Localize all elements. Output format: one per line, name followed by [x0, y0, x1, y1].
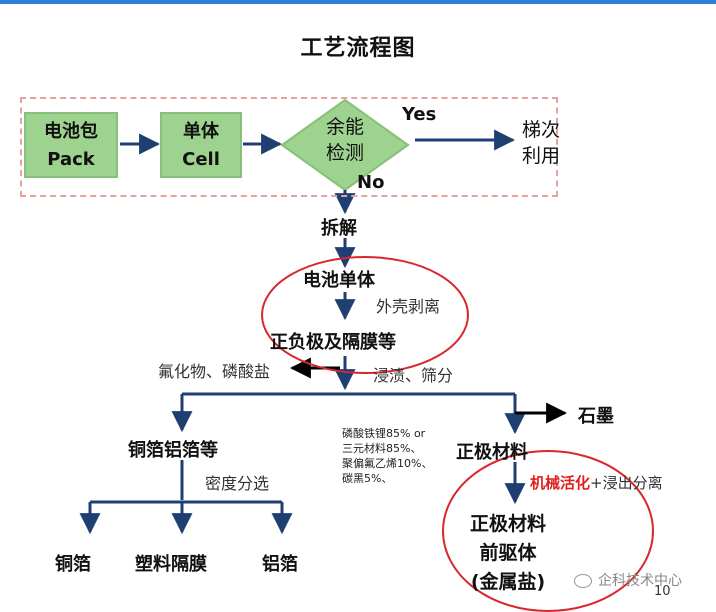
graphite-label: 石墨 — [578, 406, 614, 427]
activation-label: 机械活化+浸出分离 — [530, 472, 663, 493]
leach-separate-text: +浸出分离 — [590, 474, 663, 492]
highlight-ellipse-cell — [261, 256, 469, 374]
composition-line: 磷酸铁锂85% or — [342, 427, 426, 440]
mech-activation-text: 机械活化 — [530, 474, 591, 492]
yes-label: Yes — [402, 104, 437, 125]
screening-dashed-box — [20, 97, 558, 197]
highlight-ellipse-precursor — [442, 450, 654, 612]
battery-pack-sublabel: Pack — [47, 149, 95, 170]
page-title: 工艺流程图 — [300, 36, 416, 61]
composition-note: 磷酸铁锂85% or 三元材料85%、 聚偏氟乙烯10%、 碳黑5%、 — [342, 426, 432, 486]
battery-cell-label: 电池单体 — [303, 270, 375, 291]
precursor-label: 正极材料 前驱体 (金属盐) — [470, 510, 546, 597]
aluminum-foil-label: 铝箔 — [262, 554, 298, 575]
precursor-line3: (金属盐) — [470, 571, 546, 593]
foils-label: 铜箔铝箔等 — [128, 440, 218, 461]
density-sort-label: 密度分选 — [205, 474, 270, 493]
cell-box: 单体 Cell — [160, 112, 242, 178]
cascade-use-line2: 利用 — [522, 145, 561, 167]
fluoride-label: 氟化物、磷酸盐 — [158, 362, 271, 381]
cathode-material-label: 正极材料 — [456, 442, 528, 463]
battery-pack-label: 电池包 — [44, 121, 98, 142]
watermark-text: 企科技术中心 — [598, 573, 682, 589]
capacity-check-line1: 余能 — [325, 116, 364, 138]
precursor-line1: 正极材料 — [470, 513, 547, 535]
cell-label: 单体 — [183, 121, 219, 142]
leaching-label: 浸渍、筛分 — [373, 366, 454, 385]
cascade-use-label: 梯次 利用 — [522, 117, 560, 169]
battery-pack-box: 电池包 Pack — [24, 112, 118, 178]
disassembly-label: 拆解 — [321, 218, 357, 239]
capacity-check-label: 余能 检测 — [315, 114, 375, 166]
cascade-use-line1: 梯次 — [522, 119, 561, 141]
cell-sublabel: Cell — [182, 149, 220, 170]
electrodes-label: 正负极及隔膜等 — [270, 332, 396, 353]
capacity-check-line2: 检测 — [325, 142, 364, 164]
top-accent-bar — [0, 0, 716, 4]
page-number: 10 — [654, 584, 671, 599]
plastic-separator-label: 塑料隔膜 — [135, 554, 207, 575]
watermark: 企科技术中心 — [574, 570, 682, 590]
shell-stripping-label: 外壳剥离 — [376, 297, 441, 316]
composition-line: 三元材料85%、 — [342, 442, 422, 455]
composition-line: 聚偏氟乙烯10%、 — [342, 457, 433, 470]
composition-line: 碳黑5%、 — [342, 472, 393, 485]
copper-foil-label: 铜箔 — [55, 554, 91, 575]
wechat-icon — [574, 574, 592, 588]
no-label: No — [357, 172, 385, 193]
precursor-line2: 前驱体 — [479, 542, 537, 564]
